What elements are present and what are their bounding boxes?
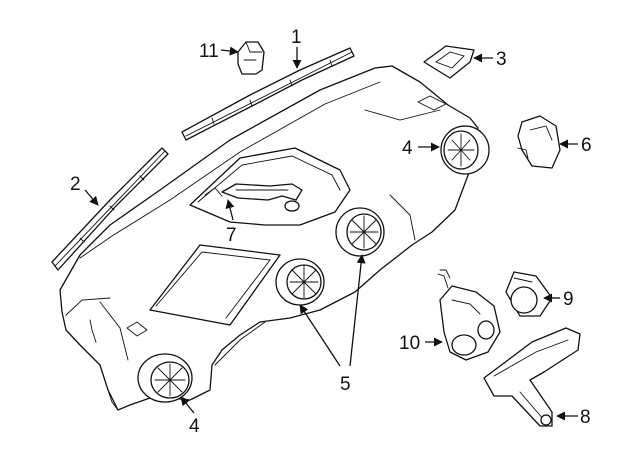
leader-lines bbox=[84, 46, 578, 421]
clip-part-11 bbox=[237, 41, 265, 75]
air-vent-part-4-lower bbox=[137, 353, 193, 403]
callout-5: 5 bbox=[340, 374, 351, 395]
lower-duct-part-8 bbox=[483, 327, 581, 427]
callout-3: 3 bbox=[496, 49, 507, 70]
callout-8: 8 bbox=[580, 407, 591, 428]
callout-4-upper: 4 bbox=[402, 138, 413, 159]
leader-7 bbox=[225, 199, 235, 221]
callout-7: 7 bbox=[226, 225, 237, 246]
instrument-panel bbox=[59, 65, 479, 411]
leader-11 bbox=[220, 46, 239, 56]
air-duct-part-7 bbox=[221, 183, 303, 212]
actuator-part-10 bbox=[437, 269, 501, 361]
bezel-ring-part-9 bbox=[505, 271, 553, 317]
air-vent-part-5-right bbox=[335, 207, 385, 257]
air-vent-part-5-center bbox=[275, 258, 325, 306]
callout-1: 1 bbox=[291, 27, 302, 48]
defrost-grille-part-3 bbox=[423, 45, 475, 79]
leader-2 bbox=[84, 189, 99, 206]
glove-box bbox=[149, 244, 281, 326]
trim-strip-part-2 bbox=[51, 147, 169, 271]
callout-9: 9 bbox=[563, 289, 574, 310]
side-vent-housing-part-6 bbox=[517, 115, 561, 169]
leader-5-left bbox=[299, 304, 341, 367]
callout-4-lower: 4 bbox=[189, 416, 200, 437]
callout-6: 6 bbox=[581, 135, 592, 156]
trim-strip-part-1 bbox=[181, 47, 355, 141]
callout-10: 10 bbox=[399, 333, 420, 354]
callout-11: 11 bbox=[199, 41, 219, 62]
leader-4-lower bbox=[180, 396, 195, 414]
air-vent-part-4-upper bbox=[440, 125, 490, 175]
callout-labels: 1 2 3 4 4 5 6 7 8 9 10 11 bbox=[70, 27, 592, 437]
leader-5-right bbox=[349, 254, 366, 367]
callout-2: 2 bbox=[70, 174, 81, 195]
